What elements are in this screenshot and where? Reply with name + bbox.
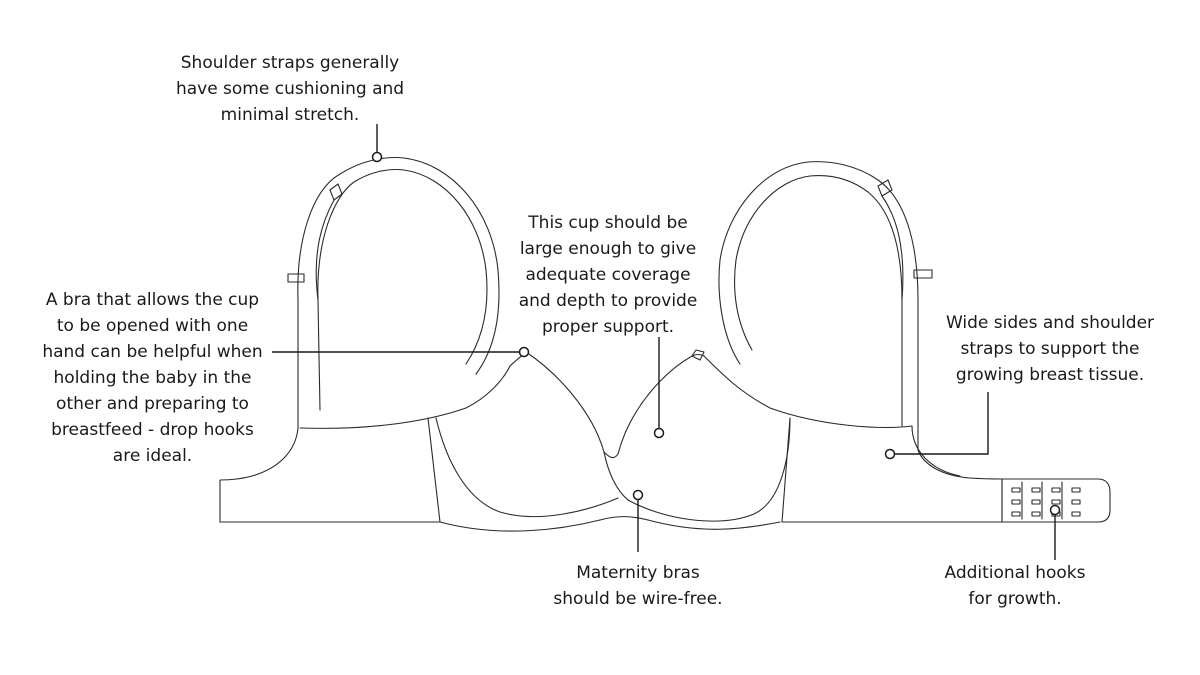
left-band [219, 365, 511, 523]
leader-wide-sides [884, 392, 989, 460]
marker-wire-free [632, 489, 644, 501]
callout-line: large enough to give [519, 239, 697, 259]
callout-line: A bra that allows the cup [45, 290, 260, 310]
right-cup [617, 349, 791, 530]
hook-and-eye-closure [1001, 478, 1111, 523]
marker-wide-sides [884, 448, 896, 460]
center-gore [599, 451, 649, 521]
callout-wide-sides: Wide sides and shoulder straps to suppor… [930, 310, 1170, 388]
callout-line: and depth to provide [518, 291, 698, 311]
callout-line: proper support. [541, 317, 675, 337]
callout-line: should be wire-free. [553, 589, 723, 609]
callout-shoulder-straps: Shoulder straps generally have some cush… [160, 50, 420, 128]
leader-hooks [1049, 504, 1061, 560]
callout-line: to be opened with one [56, 316, 249, 336]
callout-line: Shoulder straps generally [180, 53, 400, 73]
callout-line: breastfeed - drop hooks [51, 420, 254, 440]
callout-line: are ideal. [112, 446, 193, 466]
callout-line: other and preparing to [56, 394, 249, 414]
left-shoulder-strap [287, 157, 500, 429]
leader-wire-free [632, 489, 644, 552]
callout-line: hand can be helpful when [42, 342, 263, 362]
left-cup [435, 351, 619, 532]
callout-line: for growth. [968, 589, 1062, 609]
marker-cup-size [653, 427, 665, 439]
callout-opening-cup: A bra that allows the cup to be opened w… [20, 287, 285, 469]
marker-opening-cup [518, 346, 530, 358]
callout-line: This cup should be [528, 213, 688, 233]
marker-hooks [1049, 504, 1061, 516]
callout-line: Additional hooks [944, 563, 1086, 583]
callout-hooks: Additional hooks for growth. [925, 560, 1105, 612]
leader-cup-size [653, 337, 665, 439]
callout-line: Maternity bras [576, 563, 700, 583]
leader-shoulder-straps [371, 124, 383, 163]
callout-line: holding the baby in the [53, 368, 252, 388]
callout-line: adequate coverage [525, 265, 691, 285]
callout-line: minimal stretch. [220, 105, 360, 125]
leader-opening-cup [272, 346, 530, 358]
callout-line: Wide sides and shoulder [945, 313, 1155, 333]
right-band [781, 417, 1003, 523]
callout-line: have some cushioning and [175, 79, 405, 99]
callout-wire-free: Maternity bras should be wire-free. [518, 560, 758, 612]
marker-shoulder-straps [371, 151, 383, 163]
callout-line: growing breast tissue. [955, 365, 1145, 385]
callout-cup-size: This cup should be large enough to give … [498, 210, 718, 340]
right-shoulder-strap [703, 161, 933, 451]
callout-line: straps to support the [960, 339, 1140, 359]
